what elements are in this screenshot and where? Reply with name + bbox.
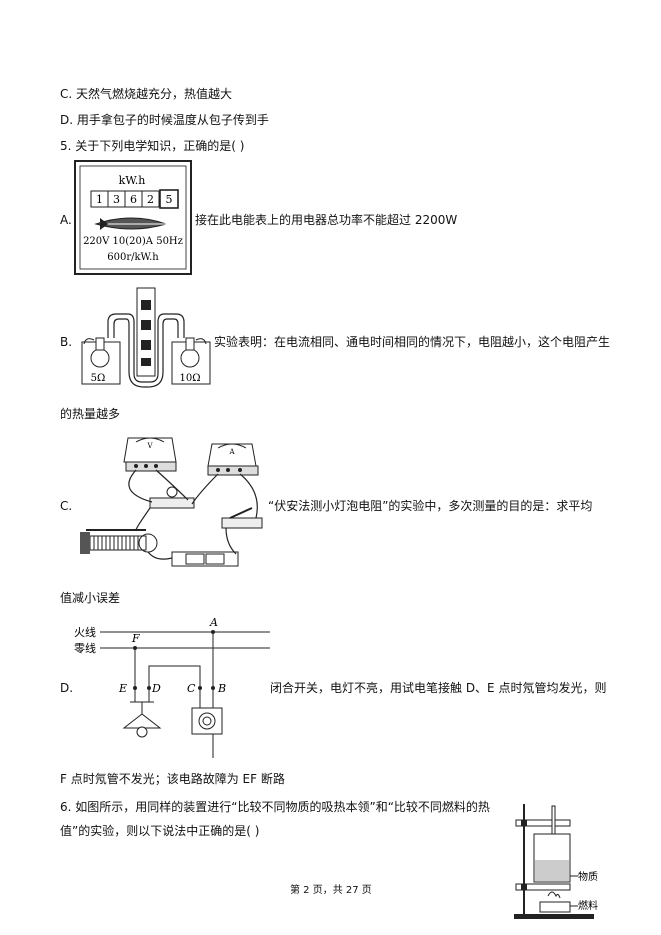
point-a-label: A (209, 616, 218, 629)
meter-digit-3: 6 (130, 193, 137, 206)
svg-text:A: A (228, 448, 235, 456)
fuel-label: 燃料 (578, 899, 598, 912)
option-d-bag: D. 用手拿包子的时候温度从包子传到手 (60, 113, 269, 127)
meter-digit-4: 2 (147, 193, 154, 206)
meter-unit: kW.h (119, 174, 146, 187)
point-b-label: B (217, 682, 226, 695)
heating-apparatus-figure: 物质 燃料 (514, 804, 598, 919)
electricity-meter-figure: kW.h 1 3 6 2 5 220V 10(20)A 50Hz 600r/kW… (74, 160, 192, 275)
option-b-continued: 的热量越多 (60, 407, 121, 421)
meter-digit-2: 3 (113, 193, 120, 206)
point-d-label: D (151, 682, 161, 695)
resistor-right-label: 10Ω (179, 373, 200, 384)
joule-heating-figure: 5Ω 10Ω (81, 287, 211, 388)
option-c-continued: 值减小误差 (60, 591, 121, 605)
meter-digit-5: 5 (166, 193, 173, 206)
option-c-gas: C. 天然气燃烧越充分，热值越大 (60, 87, 233, 101)
option-b-label: B. (60, 335, 73, 349)
question-6-line-2: 值”的实验，则以下说法中正确的是( ) (60, 824, 260, 838)
meter-rating: 220V 10(20)A 50Hz (83, 236, 183, 247)
option-b-text: 实验表明：在电流相同、通电时间相同的情况下，电阻越小，这个电阻产生 (214, 335, 611, 349)
svg-text:V: V (146, 442, 153, 450)
substance-label: 物质 (578, 870, 598, 883)
point-c-label: C (187, 682, 196, 695)
option-c-text: “伏安法测小灯泡电阻”的实验中，多次测量的目的是：求平均 (268, 499, 593, 513)
option-d-continued: F 点时氖管不发光；该电路故障为 EF 断路 (60, 772, 285, 786)
question-6-line-1: 6. 如图所示，用同样的装置进行“比较不同物质的吸热本领”和“比较不同燃料的热 (60, 800, 490, 814)
meter-digits: 1 3 6 2 5 (90, 189, 179, 209)
resistor-left-label: 5Ω (91, 373, 106, 384)
option-a-label: A. (60, 213, 72, 227)
question-5: 5. 关于下列电学知识，正确的是( ) (60, 139, 245, 153)
option-d-label: D. (60, 681, 74, 695)
point-e-label: E (118, 682, 127, 695)
meter-digit-1: 1 (96, 193, 103, 206)
meter-constant: 600r/kW.h (107, 252, 159, 263)
rheostat (80, 529, 158, 554)
meter-rotor-disc (94, 217, 170, 230)
voltmeter: V (123, 437, 177, 472)
page-footer: 第 2 页，共 27 页 (290, 885, 372, 896)
neutral-wire-label: 零线 (74, 641, 96, 655)
live-wire-label: 火线 (74, 625, 96, 639)
option-c-label: C. (60, 499, 73, 513)
ammeter: A (207, 443, 259, 476)
point-f-label: F (131, 632, 140, 645)
option-d-text: 闭合开关，电灯不亮，用试电笔接触 D、E 点时氖管均发光，则 (270, 681, 607, 695)
option-a-text: 接在此电能表上的用电器总功率不能超过 2200W (195, 213, 458, 227)
household-circuit-figure: 火线 零线 F A E D C B (74, 616, 270, 758)
voltammetry-circuit-figure: V A (80, 437, 263, 567)
